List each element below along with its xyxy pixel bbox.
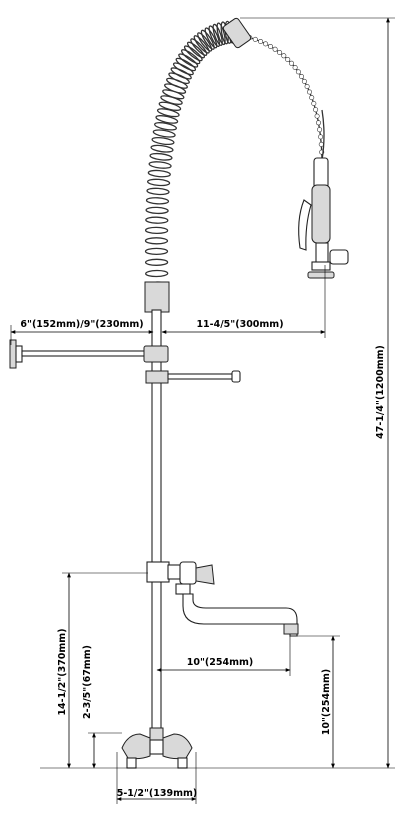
hose-lower-end: [321, 109, 325, 161]
spring-coil-loop: [190, 38, 208, 56]
hose-ridge: [267, 43, 273, 49]
hose-ridge: [298, 74, 304, 80]
spring-coil-loop: [145, 206, 169, 215]
spring-coil-loop: [193, 35, 210, 54]
hose-ridge: [306, 89, 312, 95]
squeeze-lever: [298, 199, 312, 251]
base-width-label: 5-1/2"(139mm): [117, 788, 198, 799]
spray-head: [307, 271, 335, 279]
hose-connector: [222, 17, 252, 49]
spring-coil-loop: [147, 169, 171, 178]
hose-ridge: [295, 69, 301, 75]
hose-ridge: [314, 113, 320, 119]
spring-coil-loop: [148, 161, 172, 169]
hose-ridge: [277, 49, 283, 55]
bracket-arm: [21, 350, 147, 357]
faucet-reach-label: 10"(254mm): [187, 657, 253, 668]
spring-coil-loop: [170, 67, 192, 80]
mixing-valve: [146, 561, 215, 595]
wall-bracket-label: 6"(152mm)/9"(230mm): [20, 319, 143, 330]
spring-coil-loop: [145, 216, 169, 224]
hose-ridge: [317, 127, 323, 133]
hose-ridge: [315, 120, 321, 126]
tap-height-label: 14-1/2"(370mm): [57, 628, 68, 715]
hose-ridge: [304, 84, 310, 90]
spring-coil-loop: [150, 144, 174, 153]
right-inlet-body: [162, 733, 193, 760]
spring-coil-hose: [144, 20, 325, 289]
spring-coil-loop: [197, 32, 213, 52]
spring-coil-loop: [204, 27, 218, 49]
spring-coil-loop: [145, 269, 169, 278]
faucet-illustration: [9, 17, 349, 769]
spring-coil-loop: [145, 197, 170, 205]
spring-coil-loop: [172, 62, 194, 76]
deck-mount: [121, 727, 193, 769]
spray-valve: [298, 157, 349, 279]
tee-fitting: [146, 561, 170, 583]
hose-ridge: [288, 60, 294, 66]
bracket-clamp: [143, 345, 169, 363]
faucet-clearance-label: 10"(254mm): [321, 669, 332, 735]
valve-handle: [195, 564, 215, 585]
hose-ridge: [263, 41, 269, 47]
riser-connector: [149, 727, 164, 741]
spring-coil-loop: [144, 258, 169, 266]
spring-coil-loop: [183, 45, 203, 62]
spring-coil-loop: [180, 49, 201, 65]
spring-coil-loop: [146, 178, 171, 187]
left-inlet-body: [121, 733, 151, 760]
hose-ridge: [309, 95, 315, 101]
spring-coil-loop: [154, 122, 177, 131]
hose-ridge: [252, 36, 258, 42]
dimension-lines: [10, 17, 395, 804]
spout-aerator: [283, 623, 299, 635]
spring-coil-loop: [152, 129, 176, 138]
spring-coil-loop: [155, 115, 179, 124]
inlet-height-label: 2-3/5"(67mm): [82, 645, 93, 719]
spring-coil-loop: [144, 237, 169, 245]
overall-height-label: 47-1/4"(1200mm): [375, 345, 386, 439]
hose-ridge: [272, 46, 278, 52]
spring-base-coil: [144, 281, 170, 313]
hose-ridge: [318, 141, 324, 147]
hose-ridge: [281, 53, 287, 59]
hose-ridge: [313, 107, 319, 113]
dimension-labels: 47-1/4"(1200mm) 11-4/5"(300mm) 6"(152mm)…: [20, 319, 386, 799]
spring-coil-loop: [151, 136, 175, 146]
hose-ridge: [311, 101, 317, 107]
swing-spout: [182, 593, 298, 637]
wall-bracket: [9, 339, 169, 369]
spring-coil-loop: [162, 89, 185, 100]
spring-coil-loop: [200, 29, 215, 50]
hose-ridge: [285, 56, 291, 62]
hook-arm: [167, 373, 235, 380]
spring-coil-loop: [149, 152, 173, 161]
spring-coil-loop: [178, 53, 199, 68]
right-inlet-stub: [177, 757, 188, 769]
spring-coil-loop: [186, 41, 206, 59]
spring-coil-loop: [144, 247, 169, 256]
spring-coil-loop: [168, 72, 190, 85]
spring-coil-loop: [208, 25, 221, 48]
hose-ridge: [258, 38, 264, 44]
valve-body: [179, 561, 197, 585]
spring-coil-loop: [212, 23, 223, 47]
hose-ridge: [292, 65, 298, 71]
spout-reach-label: 11-4/5"(300mm): [196, 319, 283, 330]
left-inlet-stub: [126, 757, 137, 769]
spring-coil-loop: [175, 57, 197, 72]
spring-coil-loop: [216, 22, 226, 46]
spring-coil-loop: [144, 226, 169, 235]
spring-coil-loop: [146, 187, 170, 196]
hose-ridge: [301, 78, 307, 84]
hose-ridge: [318, 134, 324, 140]
hook-clamp: [145, 370, 241, 384]
